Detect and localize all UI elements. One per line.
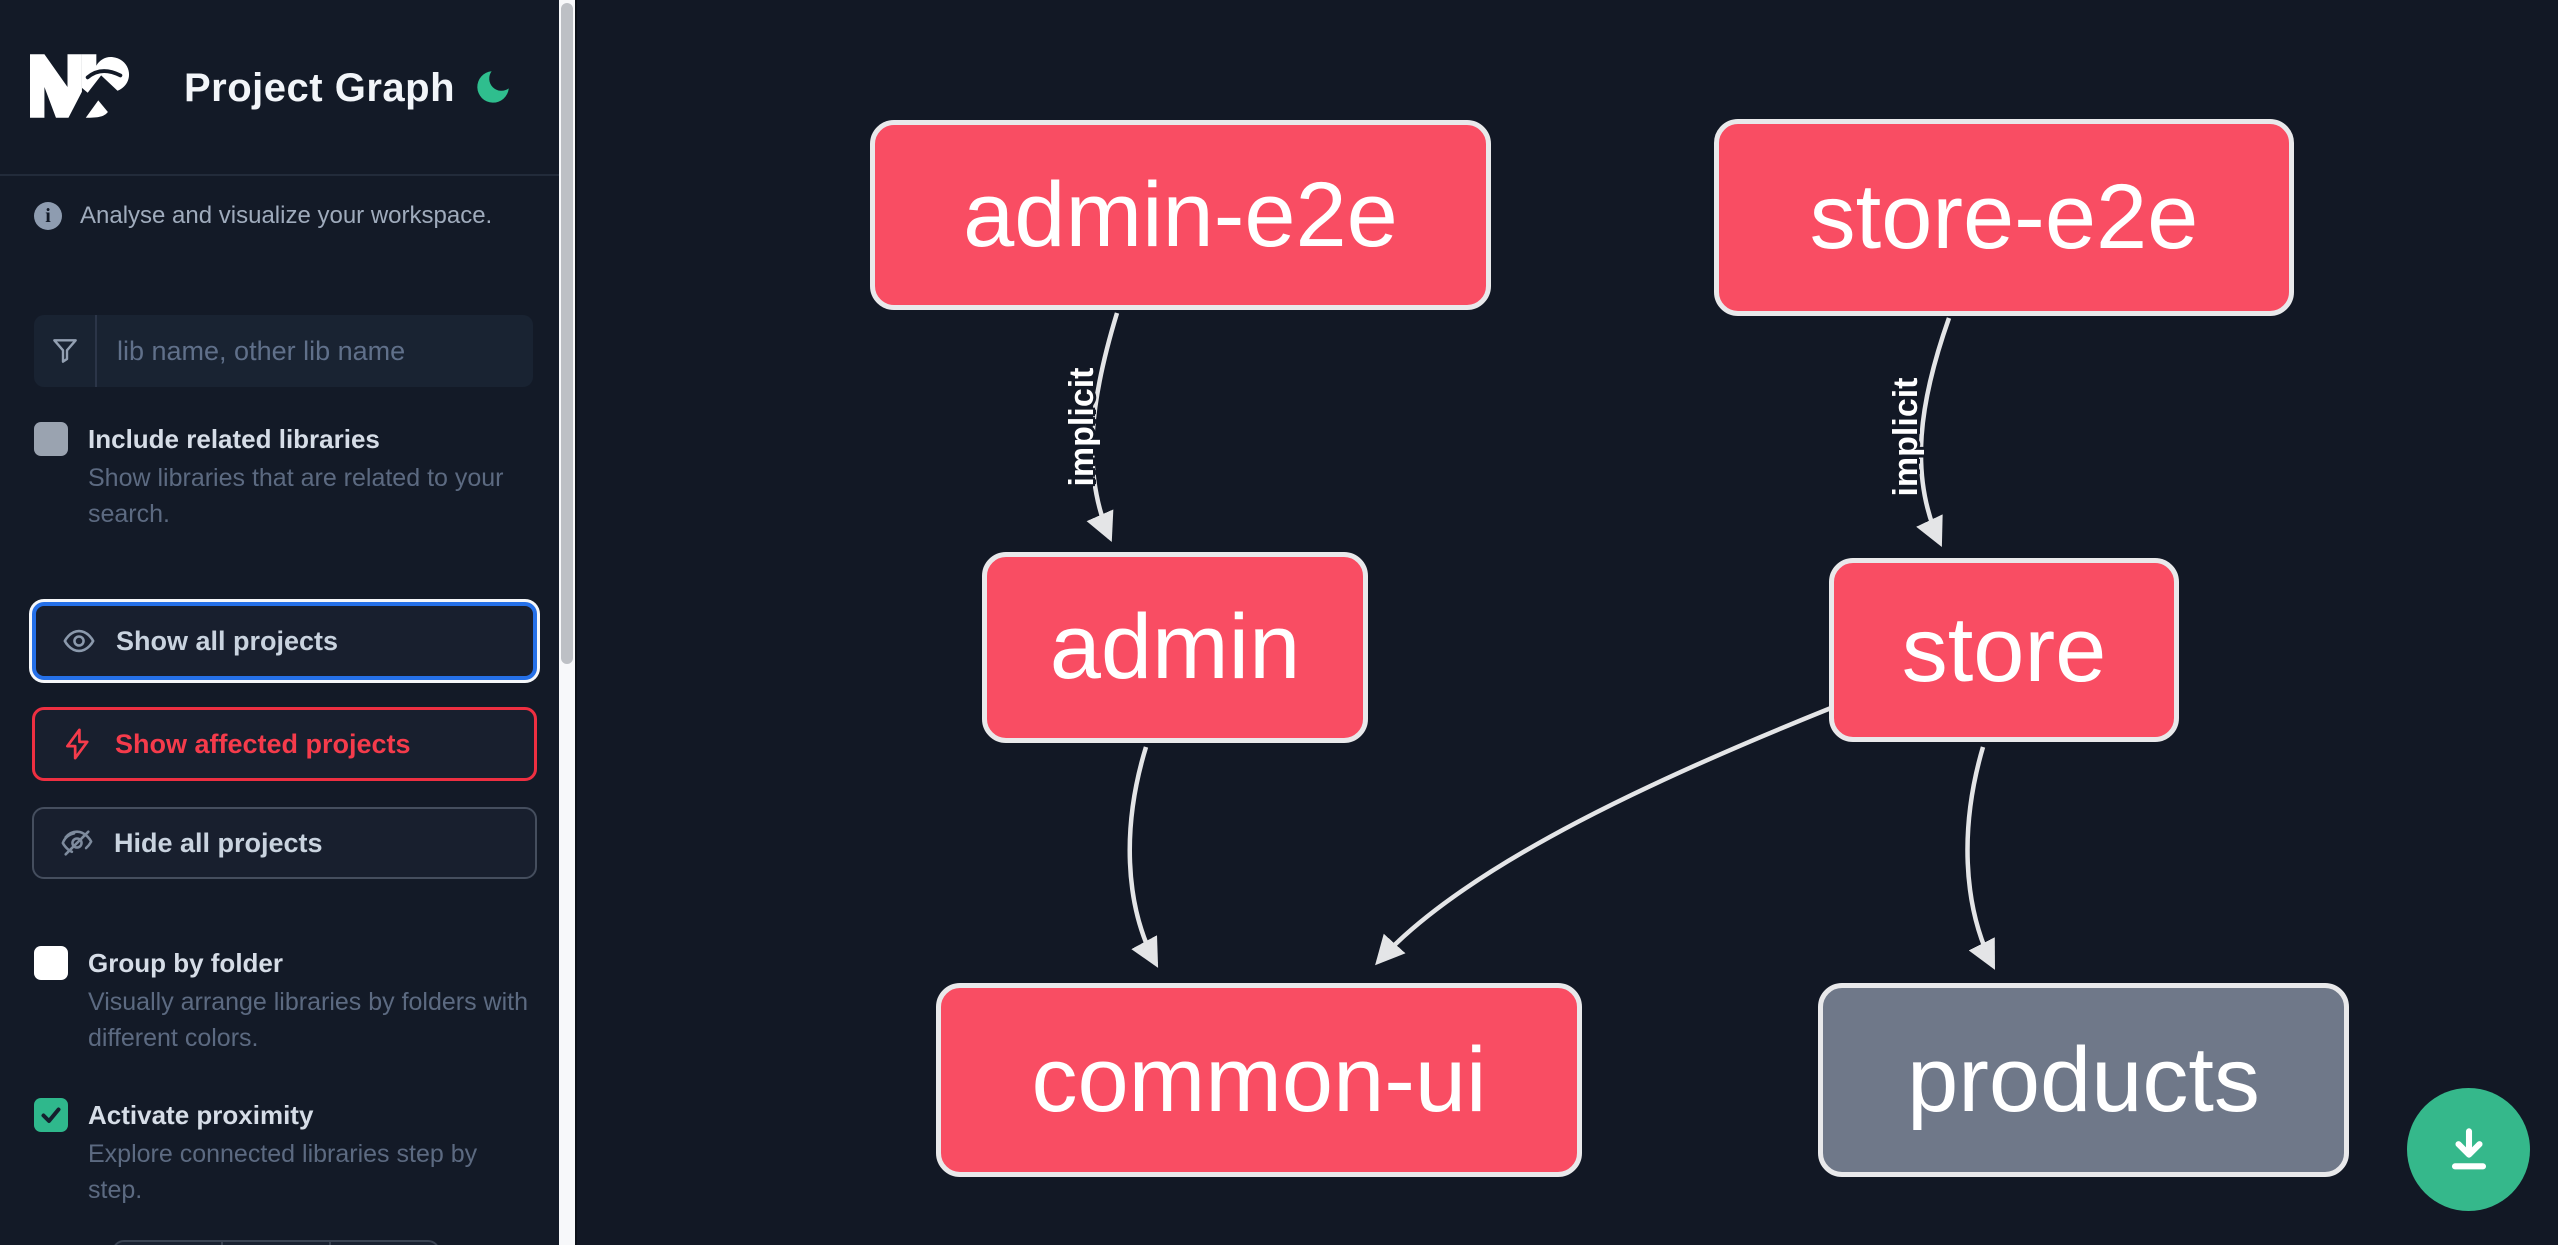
hide-all-projects-button[interactable]: Hide all projects <box>32 807 537 879</box>
node-label: store <box>1901 598 2107 701</box>
eye-icon <box>63 629 95 653</box>
node-label: common-ui <box>1031 1028 1487 1131</box>
download-graph-button[interactable] <box>2407 1088 2530 1211</box>
proximity-increment-button[interactable] <box>329 1242 438 1245</box>
include-related-row: Include related libraries Show libraries… <box>34 420 536 532</box>
group-by-folder-label: Group by folder <box>88 948 283 978</box>
moon-icon <box>477 71 509 103</box>
sidebar-scrollbar-thumb[interactable] <box>561 3 573 664</box>
graph-node-store[interactable]: store <box>1829 558 2179 742</box>
graph-node-admin[interactable]: admin <box>982 552 1368 743</box>
node-label: store-e2e <box>1809 166 2199 268</box>
lightning-icon <box>66 728 89 760</box>
info-icon: i <box>34 202 62 230</box>
intro-text: Analyse and visualize your workspace. <box>80 202 493 229</box>
download-icon <box>2451 1127 2486 1169</box>
group-by-folder-checkbox[interactable] <box>34 946 68 980</box>
proximity-depth-value <box>220 1242 330 1245</box>
show-affected-projects-label: Show affected projects <box>115 728 411 759</box>
include-related-label: Include related libraries <box>88 424 380 454</box>
sidebar-header: Project Graph <box>0 0 560 176</box>
graph-node-store-e2e[interactable]: store-e2e <box>1714 119 2294 316</box>
graph-node-admin-e2e[interactable]: admin-e2e <box>870 120 1491 310</box>
activate-proximity-description: Explore connected libraries step by step… <box>88 1140 478 1204</box>
sidebar: Project Graph i Analyse and visualize yo… <box>0 0 560 1245</box>
sidebar-scrollbar-track[interactable] <box>559 0 575 1245</box>
check-icon <box>41 1107 61 1123</box>
workspace-intro: i Analyse and visualize your workspace. <box>34 202 492 230</box>
show-affected-projects-button[interactable]: Show affected projects <box>32 707 537 781</box>
hide-all-projects-label: Hide all projects <box>114 827 323 858</box>
node-label: products <box>1907 1028 2260 1131</box>
search-box <box>34 315 533 387</box>
theme-toggle-button[interactable] <box>472 66 514 108</box>
activate-proximity-label: Activate proximity <box>88 1100 314 1130</box>
nx-logo <box>30 54 130 118</box>
group-by-folder-row: Group by folder Visually arrange librari… <box>34 944 536 1056</box>
proximity-depth-control[interactable] <box>112 1240 440 1245</box>
search-input[interactable] <box>97 315 533 387</box>
graph-node-common-ui[interactable]: common-ui <box>936 983 1582 1177</box>
group-by-folder-description: Visually arrange libraries by folders wi… <box>88 988 529 1052</box>
include-related-description: Show libraries that are related to your … <box>88 464 504 528</box>
include-related-checkbox[interactable] <box>34 422 68 456</box>
show-all-projects-button[interactable]: Show all projects <box>32 602 537 680</box>
graph-node-products[interactable]: products <box>1818 983 2349 1177</box>
funnel-icon <box>34 315 97 387</box>
node-label: admin <box>1049 596 1301 698</box>
activate-proximity-checkbox[interactable] <box>34 1098 68 1132</box>
page-title: Project Graph <box>184 66 456 110</box>
activate-proximity-row: Activate proximity Explore connected lib… <box>34 1096 536 1208</box>
show-all-projects-label: Show all projects <box>116 625 339 656</box>
eye-off-icon <box>61 830 93 856</box>
node-label: admin-e2e <box>963 163 1398 266</box>
